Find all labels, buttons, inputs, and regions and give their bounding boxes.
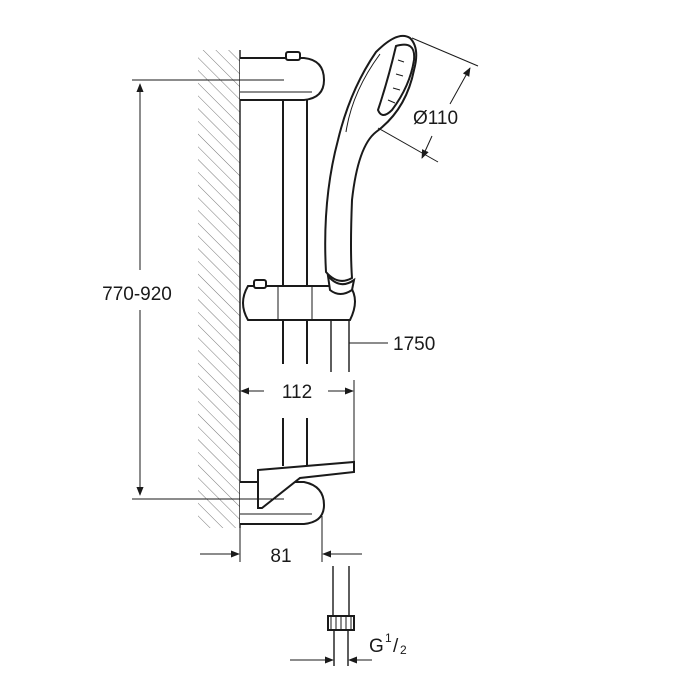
slider-holder xyxy=(242,285,356,321)
thread-main-label: G xyxy=(369,636,384,657)
diameter-ext-line-top xyxy=(411,37,479,67)
spray-nozzles xyxy=(387,59,405,104)
hose-upper-section xyxy=(330,320,350,372)
wall-hatching xyxy=(198,50,240,528)
wall-offset-label: 81 xyxy=(270,546,291,567)
dimension-hose-length: 1750 xyxy=(349,334,435,355)
rail-tube-lower xyxy=(282,418,308,466)
shower-rail-assembly xyxy=(240,51,356,525)
upper-bracket-screw-cap xyxy=(285,51,301,61)
diameter-dim-line-upper xyxy=(449,67,471,105)
dimension-rail-projection: 112 xyxy=(240,380,355,462)
diameter-dim-line-lower xyxy=(421,135,433,159)
hand-shower xyxy=(324,34,418,295)
thread-numerator: 1 xyxy=(385,631,392,645)
rail-projection-label: 112 xyxy=(282,382,312,403)
height-range-label: 770-920 xyxy=(102,284,172,305)
hose-connector xyxy=(333,630,349,666)
slider-lock-button xyxy=(253,279,267,289)
thread-denominator: 2 xyxy=(400,643,407,657)
dimension-head-diameter: Ø110 xyxy=(377,37,479,163)
rail-tube-middle xyxy=(282,318,308,364)
head-diameter-label: Ø110 xyxy=(413,108,458,129)
hose-nut-knurl xyxy=(330,616,352,630)
thread-fraction-slash: / xyxy=(393,636,399,657)
dimension-height-range: 770-920 xyxy=(102,79,284,500)
shower-hose xyxy=(327,320,355,666)
hand-shower-contour xyxy=(345,53,381,133)
hand-shower-cone xyxy=(326,272,356,295)
diameter-ext-line-bottom xyxy=(377,127,439,163)
rail-tube-upper xyxy=(282,98,308,292)
dimension-wall-offset: 81 xyxy=(200,516,362,567)
spray-face xyxy=(376,43,416,116)
hose-lower-section xyxy=(332,566,350,616)
dimension-thread-size: G 1 / 2 xyxy=(290,631,407,664)
upper-wall-bracket xyxy=(240,57,326,101)
hose-length-label: 1750 xyxy=(393,334,435,355)
wall xyxy=(198,50,241,528)
